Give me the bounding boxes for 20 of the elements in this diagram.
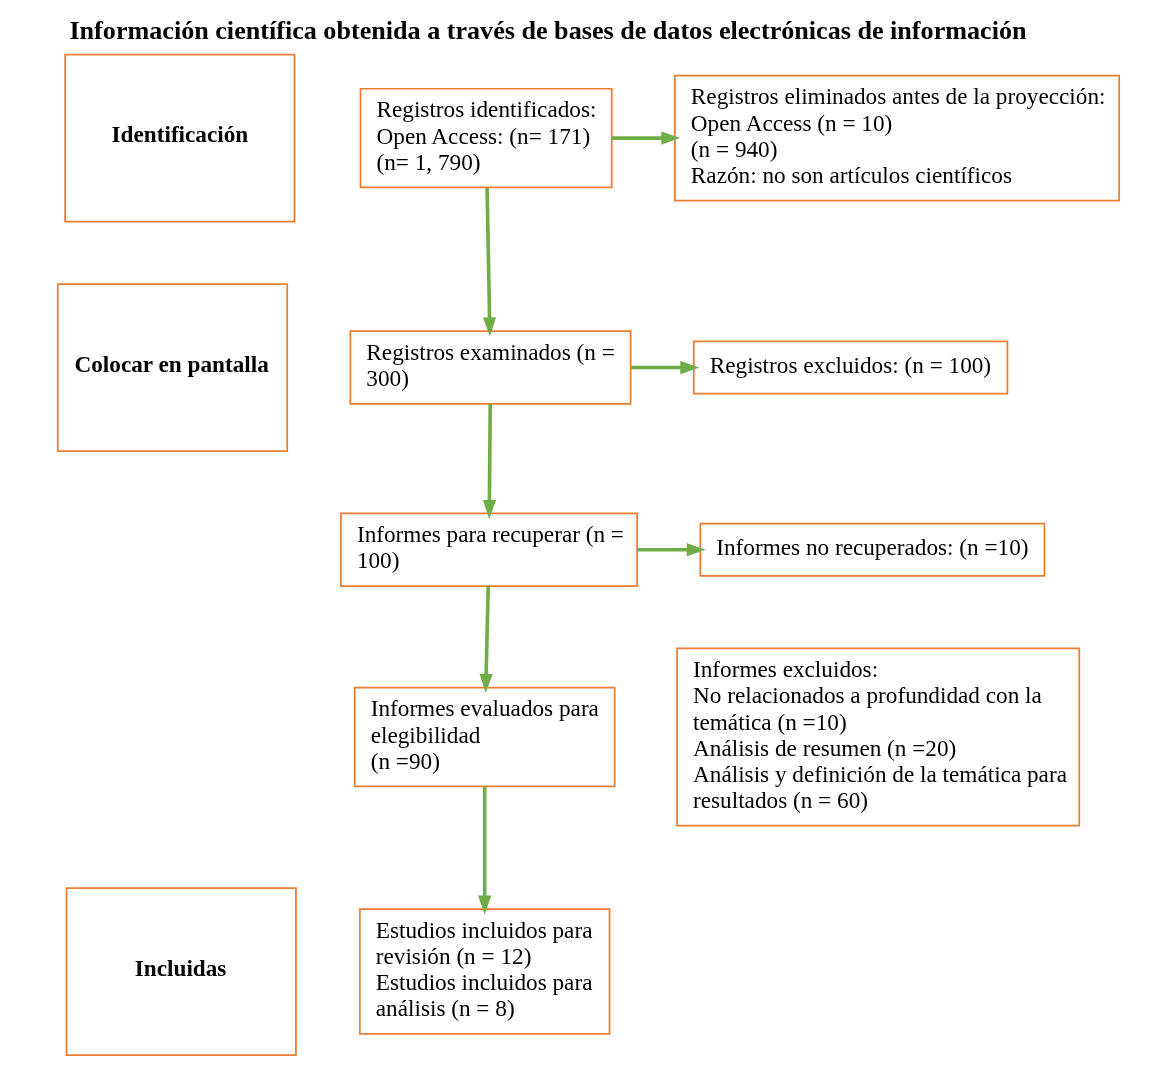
arrow	[482, 187, 496, 337]
arrow	[636, 543, 706, 557]
node-box: Registros eliminados antes de la proyección: Open Access (n = 10) (n = 940) Razón: no son artículos científicos	[673, 74, 1120, 202]
arrow	[611, 131, 680, 145]
diagram-title: Información científica obtenida a través de bases de datos electrónicas de información	[68, 16, 1027, 46]
arrow	[477, 786, 491, 915]
arrow	[479, 586, 493, 693]
node-box: Registros excluidos: (n = 100)	[692, 340, 1008, 395]
node-box: Incluidas	[65, 887, 297, 1056]
node-box: Registros identificados: Open Access: (n= 171) (n= 1, 790)	[359, 87, 613, 189]
node-box: Informes excluidos: No relacionados a profundidad con la temática (n =10) Análisis de resumen (n =20) Análisis y definición de la temática para resultados (n = 60)	[675, 647, 1080, 827]
arrow	[630, 360, 699, 375]
node-box: Registros examinados (n = 300)	[349, 330, 631, 405]
node-box: Informes evaluados para elegibilidad (n =90)	[353, 686, 615, 788]
node-box: Estudios incluidos para revisión (n = 12) Estudios incluidos para análisis (n = 8)	[358, 908, 610, 1035]
node-box: Informes no recuperados: (n =10)	[698, 522, 1045, 577]
node-box: Informes para recuperar (n = 100)	[339, 512, 638, 587]
arrow	[482, 403, 496, 519]
node-box: Identificación	[63, 53, 295, 223]
node-box: Colocar en pantalla	[56, 283, 288, 452]
